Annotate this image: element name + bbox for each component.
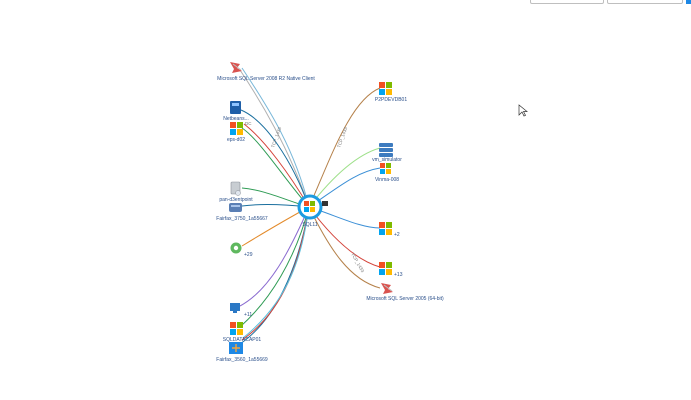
center-node-label: SQL11 <box>302 222 317 228</box>
edge-label: TCP_1433 <box>336 126 348 148</box>
node-label: +29 <box>244 252 253 258</box>
node[interactable]: Microsoft SQL Server 2005 (64-bit) <box>366 283 444 302</box>
node-label: +11 <box>244 312 252 318</box>
network-device-icon <box>229 203 242 212</box>
node-label: Netbeans... <box>223 116 249 122</box>
top-toolbar: 1 <box>0 0 691 6</box>
node[interactable]: pan-d3entpoint <box>219 181 253 203</box>
search-select[interactable] <box>607 0 683 4</box>
node-label: P2PDEVDB01 <box>375 97 407 103</box>
node[interactable]: vm_simulator <box>372 143 402 163</box>
edge[interactable] <box>241 206 310 341</box>
toolbar-action-button[interactable] <box>686 0 691 4</box>
app-icon <box>230 101 241 114</box>
edge[interactable] <box>239 206 310 345</box>
node-label: eps-d02 <box>227 137 245 143</box>
node[interactable]: Fairfax_3750_1a55667 <box>216 203 268 222</box>
gear-icon <box>230 242 242 254</box>
edge[interactable] <box>308 87 381 208</box>
edge[interactable] <box>242 206 310 339</box>
edge[interactable] <box>239 206 310 307</box>
node-label: Fairfax_3750_1a55667 <box>216 216 268 222</box>
windows-icon <box>230 122 243 135</box>
windows-icon <box>380 163 391 174</box>
node[interactable]: +13 <box>379 262 403 278</box>
edge[interactable] <box>240 206 310 327</box>
node[interactable]: SQLDATACAP01 <box>223 322 262 343</box>
computer-icon <box>230 303 240 313</box>
edge[interactable] <box>308 206 381 289</box>
node-label: Microsoft SQL Server 2005 (64-bit) <box>366 296 444 302</box>
switch-icon <box>229 342 243 354</box>
toolbar-fragment: 1 <box>512 0 516 2</box>
node-label: Fairfax_3560_1a55669 <box>216 357 268 363</box>
edge-label: TCP_1433 <box>350 252 365 274</box>
node[interactable]: eps-d02 <box>227 122 245 143</box>
node-label: vm_simulator <box>372 157 402 163</box>
node-label: Vinma-008 <box>375 177 399 183</box>
windows-icon <box>379 222 392 235</box>
node-label: SQLDATACAP01 <box>223 337 262 343</box>
windows-icon <box>379 82 392 95</box>
windows-icon <box>230 322 243 335</box>
node[interactable]: +11 <box>230 303 252 318</box>
edge[interactable] <box>241 67 310 208</box>
windows-server-icon <box>304 201 315 212</box>
sql-server-icon <box>381 283 393 294</box>
node[interactable]: +29 <box>230 242 253 259</box>
edge[interactable] <box>239 69 310 208</box>
edge-label: DC <box>245 121 252 126</box>
server-stack-icon <box>379 143 393 157</box>
node-label: pan-d3entpoint <box>219 197 253 203</box>
mouse-cursor-icon <box>518 104 528 117</box>
edge[interactable] <box>240 109 310 208</box>
node[interactable]: P2PDEVDB01 <box>375 82 407 103</box>
node[interactable]: Vinma-008 <box>375 163 399 183</box>
edge[interactable] <box>308 206 381 268</box>
sql-server-icon <box>230 62 242 73</box>
node[interactable]: Fairfax_3560_1a55669 <box>216 342 268 363</box>
edge[interactable] <box>243 123 310 208</box>
windows-icon <box>379 262 392 275</box>
center-node[interactable]: SQL11 <box>297 194 328 228</box>
node-label: +2 <box>394 232 400 238</box>
server-icon <box>230 181 241 196</box>
node[interactable]: Netbeans... <box>223 101 249 122</box>
node[interactable]: Microsoft SQL Server 2008 R2 Native Clie… <box>217 62 315 82</box>
edge[interactable] <box>241 206 310 247</box>
node-label: +13 <box>394 272 403 278</box>
connection-badge-icon <box>322 201 328 206</box>
view-select[interactable] <box>530 0 604 4</box>
node[interactable]: +2 <box>379 222 400 238</box>
edge[interactable] <box>308 147 381 208</box>
node-label: Microsoft SQL Server 2008 R2 Native Clie… <box>217 76 315 82</box>
